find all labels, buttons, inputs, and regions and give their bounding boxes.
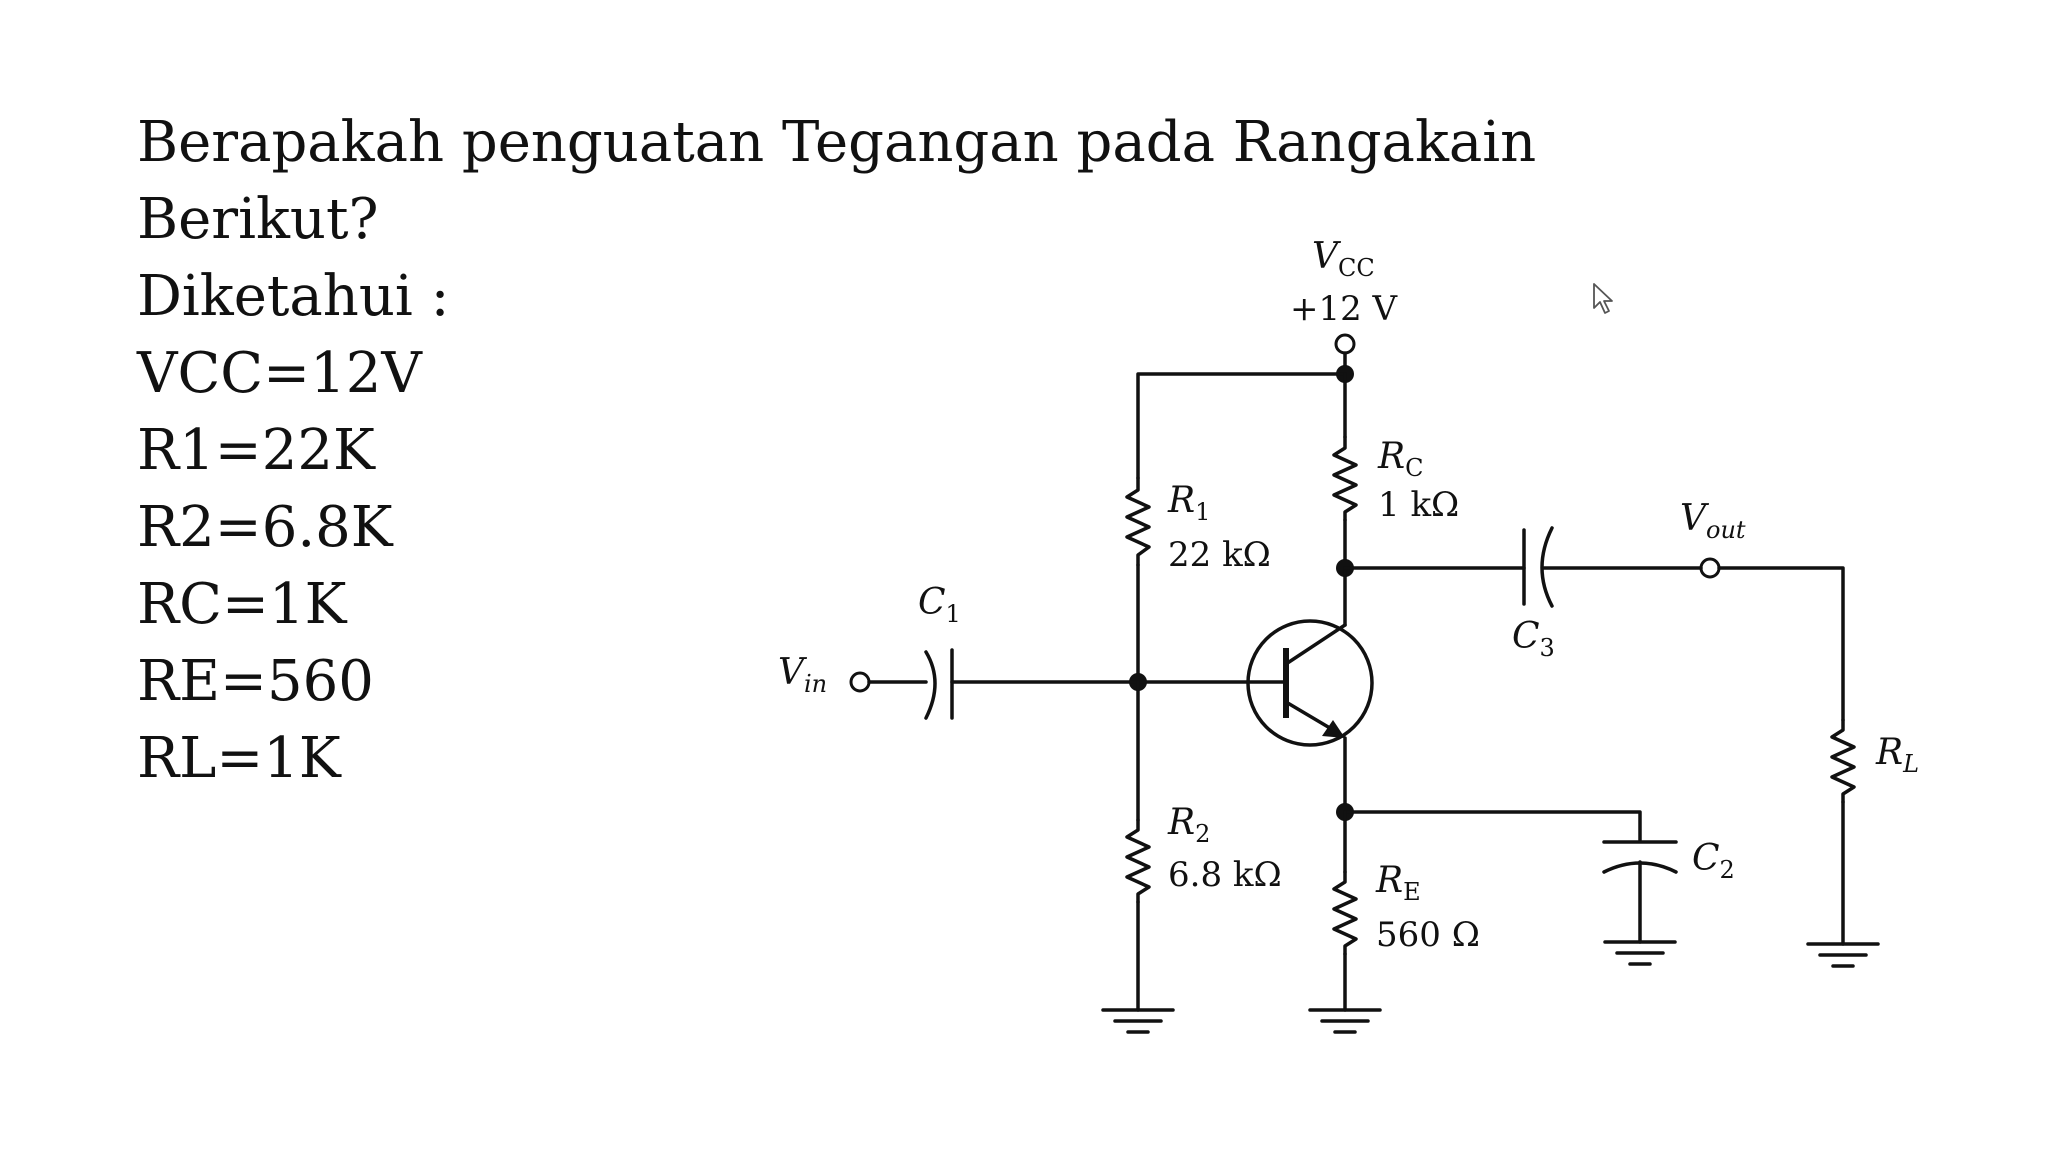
- vout-terminal: [1699, 557, 1721, 579]
- c2-label: C2: [1692, 838, 1735, 884]
- given-vcc: VCC=12V: [137, 341, 422, 406]
- given-heading: Diketahui :: [137, 264, 450, 329]
- r1-label: R1: [1167, 480, 1210, 526]
- c3-label: C3: [1512, 616, 1555, 662]
- question-text: Berapakah penguatan Tegangan pada Rangak…: [137, 104, 1536, 797]
- transistor-collector: [1284, 623, 1347, 666]
- c1-label: C1: [918, 582, 961, 628]
- mouse-pointer-icon: [1593, 283, 1613, 314]
- c1-plate-curved: [924, 650, 937, 720]
- given-rc: RC=1K: [137, 572, 347, 637]
- c2-wire: [1343, 810, 1642, 842]
- rc-value: 1 kΩ: [1378, 485, 1459, 525]
- r2-ground-icon: [1101, 1008, 1175, 1034]
- vcc-value: +12 V: [1290, 289, 1399, 329]
- re-ground-icon: [1308, 1008, 1382, 1034]
- rl-ground-icon: [1806, 942, 1880, 968]
- r1-value: 22 kΩ: [1168, 535, 1271, 575]
- vin-label: Vin: [778, 652, 827, 698]
- rc-resistor: [1332, 435, 1358, 522]
- c3-plate-curved: [1540, 526, 1554, 608]
- vout-rl-wire: [1717, 566, 1845, 722]
- transistor-emitter-arrow: [1322, 720, 1345, 738]
- re-label: RE: [1375, 860, 1421, 906]
- c2-ground-icon: [1603, 940, 1677, 966]
- vcc-label: VCC: [1312, 236, 1375, 282]
- rl-label: RL: [1875, 732, 1919, 778]
- r1-resistor: [1125, 476, 1151, 567]
- re-resistor: [1332, 870, 1358, 956]
- question-line-1: Berapakah penguatan Tegangan pada Rangak…: [137, 110, 1537, 175]
- r2-label: R2: [1167, 802, 1210, 848]
- given-re: RE=560: [137, 649, 374, 714]
- rc-label: RC: [1377, 436, 1423, 482]
- r2-value: 6.8 kΩ: [1168, 855, 1282, 895]
- re-value: 560 Ω: [1376, 915, 1480, 955]
- given-rl: RL=1K: [137, 726, 341, 791]
- rl-resistor: [1830, 718, 1856, 804]
- vin-terminal: [849, 671, 871, 693]
- question-line-2: Berikut?: [137, 187, 379, 252]
- vout-label: Vout: [1680, 498, 1746, 544]
- vcc-terminal: [1334, 333, 1356, 355]
- top-rail-wire: [1136, 372, 1347, 480]
- given-r1: R1=22K: [137, 418, 375, 483]
- r2-resistor: [1125, 818, 1151, 904]
- given-r2: R2=6.8K: [137, 495, 393, 560]
- transistor-circle: [1246, 619, 1374, 747]
